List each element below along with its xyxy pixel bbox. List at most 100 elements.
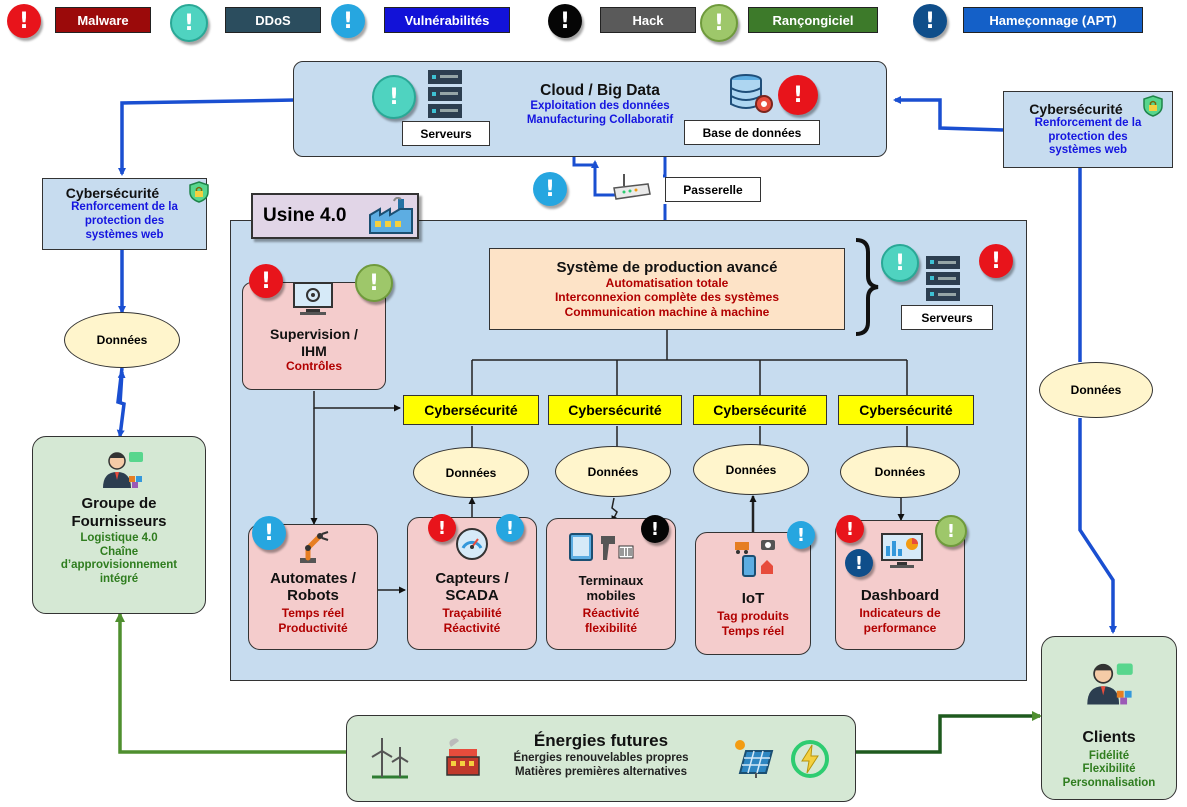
production-system-box: Système de production avancé Automatisat…	[489, 248, 845, 330]
arrow-cloud-to-cyber-left	[118, 98, 296, 176]
gateway-vulnerability-alert-icon: !	[533, 172, 567, 206]
production-line-2: Interconnexion complète des systèmes	[554, 290, 780, 305]
energy-text: Énergies futures Énergies renouvelables …	[490, 731, 712, 779]
production-line-1: Automatisation totale	[605, 276, 729, 291]
cloud-line-2: Manufacturing Collaboratif	[526, 113, 674, 126]
device-1-title-1: Automates /	[270, 569, 356, 587]
wind-turbines-icon	[371, 738, 409, 779]
legend-ddos: DDoS	[225, 7, 321, 33]
device-3-title-1: Terminaux	[578, 573, 644, 589]
ddos-alert-icon: !	[170, 4, 208, 42]
dashboard-phishing-alert-icon: !	[845, 549, 873, 577]
gateway-label: Passerelle	[665, 177, 761, 202]
arrow-energy-to-suppliers	[115, 612, 347, 754]
production-line-3: Communication machine à machine	[564, 304, 770, 319]
legend-malware: Malware	[55, 7, 151, 33]
cloud-title: Cloud / Big Data	[540, 82, 660, 99]
device-2-title-2: SCADA	[445, 586, 499, 604]
person-chat-icon	[103, 452, 143, 488]
shield-lock-icon	[189, 181, 209, 203]
cyber-box-1: Cybersécurité	[403, 395, 539, 425]
iot-devices-icon	[735, 540, 775, 577]
device-4-sub-1: Tag produits	[717, 609, 789, 624]
supervision-title-1: Supervision /	[270, 326, 358, 343]
legend-hack: Hack	[600, 7, 696, 33]
malware-alert-icon: !	[7, 4, 41, 38]
cloud-database-label: Base de données	[684, 120, 820, 145]
solar-panel-icon	[735, 740, 774, 778]
phishing-alert-icon: !	[913, 4, 947, 38]
cyber-right-line-2: protection des	[1048, 130, 1128, 143]
cyber-left-line-3: systèmes web	[85, 228, 164, 241]
usine-title: Usine 4.0	[263, 205, 347, 226]
energy-title: Énergies futures	[533, 731, 669, 750]
data-right-ellipse: Données	[1039, 362, 1153, 418]
cyber-right-line-3: systèmes web	[1049, 144, 1127, 157]
cyber-left-line-2: protection des	[84, 215, 165, 228]
device-3-title-2: mobiles	[586, 588, 636, 604]
arrow-energy-to-clients	[855, 711, 1042, 754]
iot-vulnerability-alert-icon: !	[787, 521, 815, 549]
production-title: Système de production avancé	[556, 258, 778, 276]
clients-sub-3: Personnalisation	[1062, 777, 1156, 790]
server-rack-icon	[428, 70, 462, 118]
device-5-title-1: Dashboard	[860, 586, 940, 604]
gauge-sensor-icon	[456, 528, 488, 560]
cloud-servers-label: Serveurs	[402, 121, 490, 146]
supervision-malware-alert-icon: !	[249, 264, 283, 298]
production-servers-label: Serveurs	[901, 305, 993, 330]
cyber-right-title: Cybersécurité	[1029, 100, 1123, 117]
monitor-settings-icon	[293, 282, 333, 315]
arrow-suppliers-to-data	[117, 370, 126, 405]
legend-hameconnage: Hameçonnage (APT)	[963, 7, 1143, 33]
device-5-sub-2: performance	[863, 620, 937, 635]
production-ddos-alert-icon: !	[881, 244, 919, 282]
mobile-hack-alert-icon: !	[641, 515, 669, 543]
robot-arm-icon	[300, 531, 329, 563]
device-5-sub-1: Indicateurs de	[859, 606, 941, 621]
cyber-box-2: Cybersécurité	[548, 395, 682, 425]
cyber-right-line-1: Renforcement de la	[1034, 116, 1142, 129]
supervision-sub: Contrôles	[285, 358, 342, 373]
suppliers-sub-4: intégré	[99, 573, 139, 586]
cloud-ddos-alert-icon: !	[372, 75, 416, 119]
device-4-sub-2: Temps réel	[721, 623, 785, 638]
data-left-ellipse: Données	[64, 312, 180, 368]
legend-rancongiciel: Rançongiciel	[748, 7, 878, 33]
device-1-sub-1: Temps réel	[281, 606, 345, 621]
router-icon	[613, 174, 651, 200]
server-rack-icon	[926, 256, 960, 301]
suppliers-title-1: Groupe de	[81, 495, 157, 513]
energy-line-2: Matières premières alternatives	[515, 765, 687, 778]
sensors-vulnerability-alert-icon: !	[496, 514, 524, 542]
data-ellipse-1: Données	[413, 447, 529, 498]
robots-vulnerability-alert-icon: !	[252, 516, 286, 550]
green-energy-bolt-icon	[791, 740, 829, 778]
device-1-title-2: Robots	[287, 586, 339, 604]
legend-vulnerabilites: Vulnérabilités	[384, 7, 510, 33]
cyber-left-line-1: Renforcement de la	[71, 201, 178, 214]
industry-plant-icon	[446, 738, 480, 776]
production-malware-alert-icon: !	[979, 244, 1013, 278]
database-gear-icon	[730, 74, 773, 113]
suppliers-sub-2: Chaîne	[99, 545, 139, 558]
tablet-scanner-icon	[569, 533, 634, 561]
device-2-title-1: Capteurs /	[435, 569, 509, 587]
data-ellipse-4: Données	[840, 446, 960, 498]
device-3-sub-2: flexibilité	[584, 620, 637, 635]
device-2-sub-1: Traçabilité	[442, 606, 502, 621]
supervision-title-2: IHM	[301, 342, 327, 359]
dashboard-ransomware-alert-icon: !	[935, 515, 967, 547]
suppliers-sub-3: d’approvisionnement	[60, 559, 178, 572]
clients-box: Clients Fidélité Flexibilité Personnalis…	[1041, 636, 1177, 800]
energy-panel	[346, 715, 856, 802]
clients-sub-1: Fidélité	[1088, 749, 1130, 762]
hack-alert-icon: !	[548, 4, 582, 38]
cloud-text: Cloud / Big Data Exploitation des donnée…	[500, 82, 700, 127]
suppliers-title-2: Fournisseurs	[71, 512, 167, 530]
energy-line-1: Énergies renouvelables propres	[513, 751, 689, 764]
cyber-box-4: Cybersécurité	[838, 395, 974, 425]
data-ellipse-3: Données	[693, 444, 809, 495]
